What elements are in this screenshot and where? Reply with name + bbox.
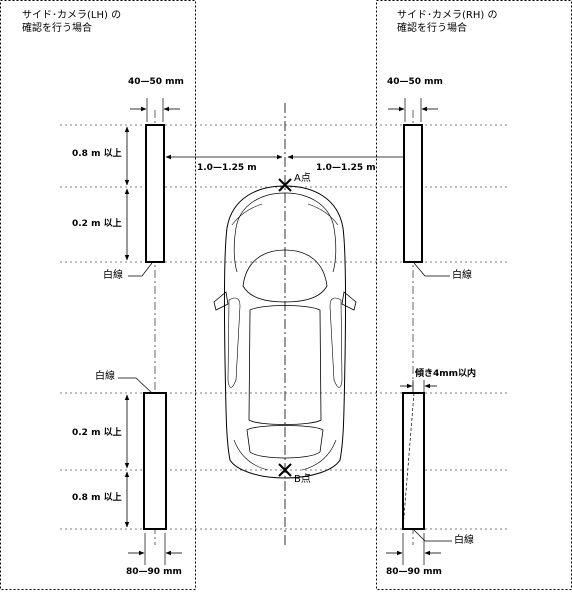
white-line-upper-left — [145, 124, 165, 263]
extension-lines — [144, 98, 425, 565]
lateral-label-left: 1.0—1.25 m — [197, 163, 257, 173]
white-line-label-lower-left: 白線 — [95, 371, 115, 382]
upper-gap-label-bottom: 0.8 m 以上 — [72, 493, 122, 503]
white-line-upper-right — [403, 124, 423, 263]
left-panel-title-2: 確認を行う場合 — [22, 23, 92, 34]
top-offset-label-left: 40—50 mm — [128, 77, 184, 87]
bottom-offset-label-left: 80—90 mm — [126, 567, 182, 577]
tilt-tolerance-label: 傾き4mm以内 — [415, 369, 477, 379]
point-a-label: A点 — [294, 173, 311, 184]
right-panel-title-1: サイド･カメラ(RH) の — [397, 10, 498, 21]
line-segment-label-bottom: 0.2 m 以上 — [72, 428, 122, 438]
top-offset-label-right: 40—50 mm — [387, 77, 443, 87]
point-b-label: B点 — [294, 474, 311, 485]
left-panel-title-1: サイド･カメラ(LH) の — [22, 10, 122, 21]
lateral-label-right: 1.0—1.25 m — [316, 163, 376, 173]
tilt-indicator — [402, 392, 415, 530]
white-line-label-upper-right: 白線 — [452, 270, 472, 281]
upper-gap-label-top: 0.8 m 以上 — [72, 149, 122, 159]
white-line-label-upper-left: 白線 — [103, 270, 123, 281]
white-line-lower-right — [402, 392, 425, 530]
bottom-offset-label-right: 80—90 mm — [386, 567, 442, 577]
right-panel-title-2: 確認を行う場合 — [397, 23, 467, 34]
white-line-lower-left — [143, 392, 167, 530]
white-line-leaders — [118, 262, 452, 542]
point-a-mark — [278, 178, 292, 192]
left-panel-border — [0, 0, 196, 590]
line-center-guides — [154, 110, 414, 545]
line-segment-label-top: 0.2 m 以上 — [72, 219, 122, 229]
vehicle-top-view — [213, 185, 357, 479]
point-b-mark — [278, 463, 292, 477]
white-line-label-lower-right: 白線 — [454, 535, 474, 546]
